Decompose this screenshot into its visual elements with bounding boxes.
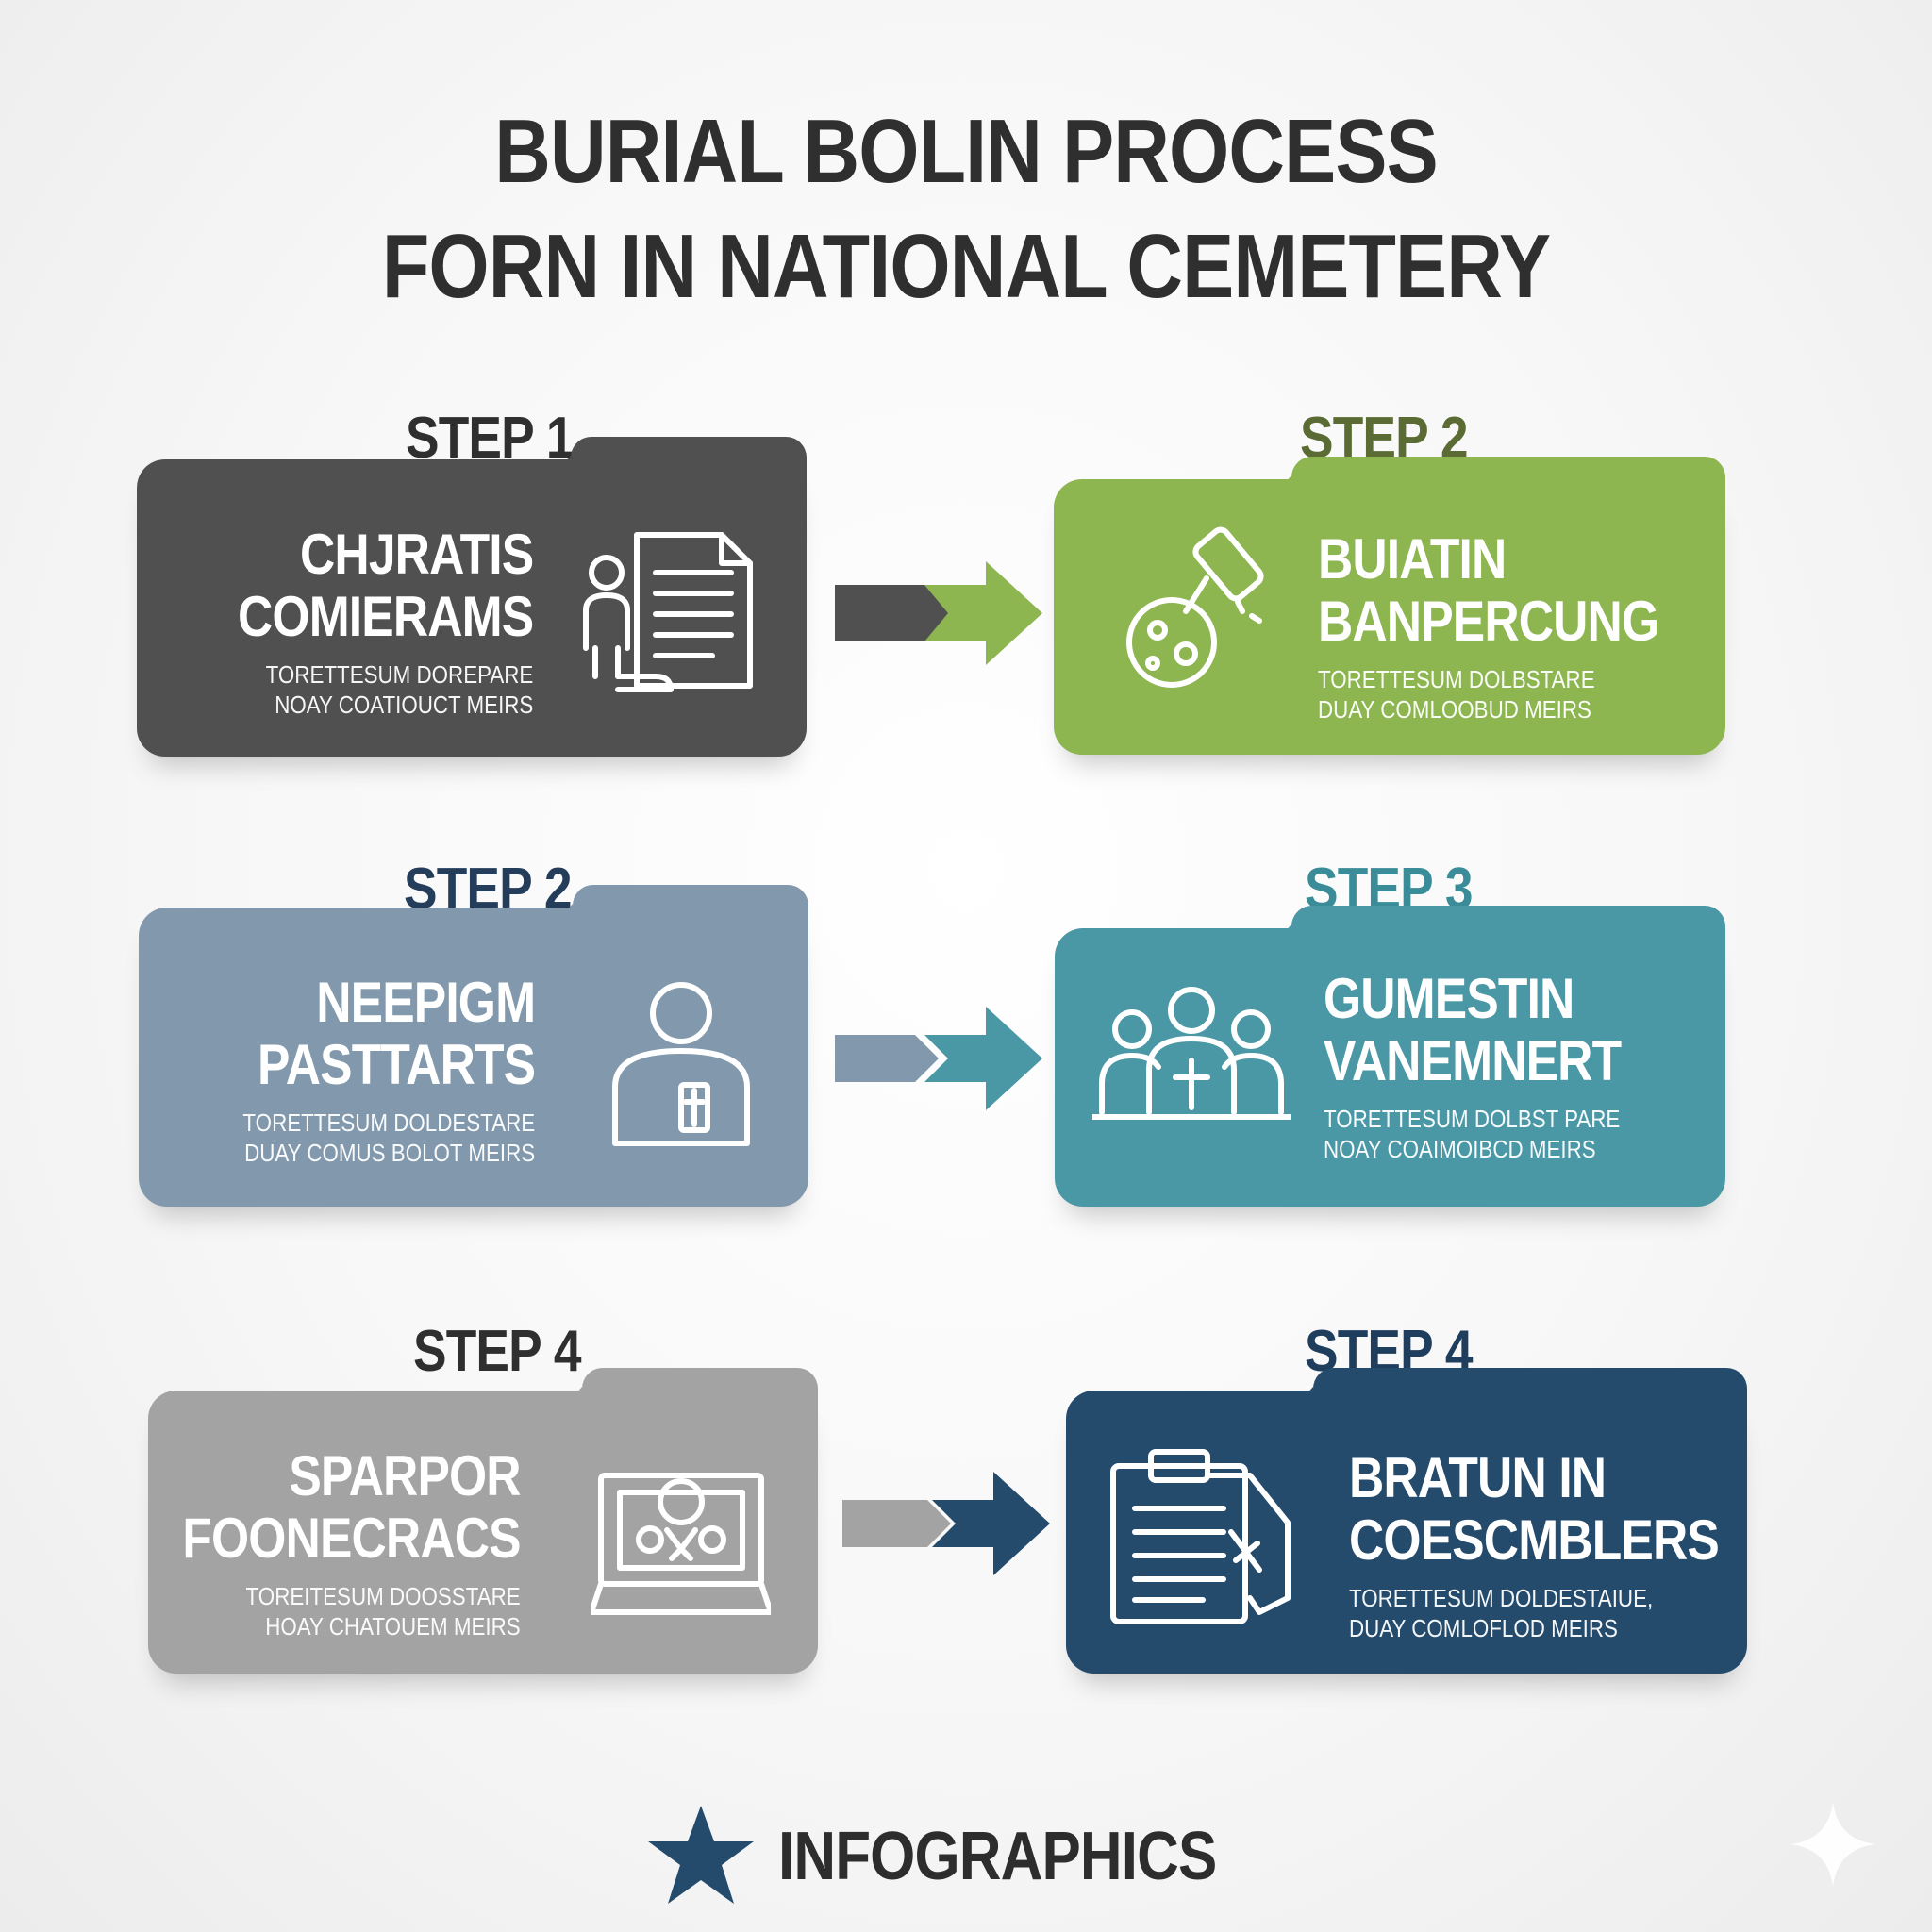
card-desc-2: DUAY COMUS BOLOT MEIRS bbox=[243, 1139, 535, 1167]
card-title-1: GUMESTIN bbox=[1324, 967, 1574, 1030]
card-desc-1: TOREITESUM DOOSSTARE bbox=[245, 1582, 521, 1610]
group-cross-icon bbox=[1092, 987, 1291, 1120]
page-title: BURIAL BOLIN PROCESS FORN IN NATIONAL CE… bbox=[135, 94, 1796, 325]
card-text: CHJRATIS COMIERAMS TORETTESUM DOREPARE N… bbox=[237, 523, 534, 720]
step-card-3: NEEPIGM PASTTARTS TORETTESUM DOLDESTARE … bbox=[139, 885, 808, 1207]
card-desc-1: TORETTESUM DOLBSTARE bbox=[1318, 665, 1595, 693]
card-desc-2: NOAY COAIMOIBCD MEIRS bbox=[1324, 1135, 1596, 1163]
card-tab bbox=[1257, 906, 1725, 962]
step-card-1: CHJRATIS COMIERAMS TORETTESUM DOREPARE N… bbox=[137, 437, 807, 757]
card-tab bbox=[548, 1368, 818, 1424]
card-title-1: BRATUN IN bbox=[1349, 1446, 1607, 1509]
arrow-head bbox=[924, 1007, 1042, 1110]
card-title-2: FOONECRACS bbox=[182, 1507, 522, 1570]
step-card-2: BUIATIN BANPERCUNG TORETTESUM DOLBSTARE … bbox=[1054, 457, 1725, 755]
flow-arrow-3 bbox=[842, 1472, 1050, 1575]
arrow-head bbox=[924, 561, 1042, 665]
footer-label: INFOGRAPHICS bbox=[777, 1818, 1217, 1894]
card-title-1: BUIATIN bbox=[1318, 527, 1507, 591]
step-card-4: GUMESTIN VANEMNERT TORETTESUM DOLBST PAR… bbox=[1055, 906, 1725, 1207]
star-icon bbox=[647, 1806, 754, 1904]
card-title-2: COESCMBLERS bbox=[1349, 1508, 1720, 1572]
footer: INFOGRAPHICS bbox=[0, 1802, 1932, 1915]
card-desc-2: DUAY COMLOFLOD MEIRS bbox=[1349, 1614, 1618, 1642]
footer-inner: INFOGRAPHICS bbox=[644, 1802, 1288, 1910]
title-line-2: FORN IN NATIONAL CEMETERY bbox=[381, 216, 1551, 317]
card-text: BRATUN IN COESCMBLERS TORETTESUM DOLDEST… bbox=[1349, 1446, 1720, 1643]
card-text: SPARPOR FOONECRACS TOREITESUM DOOSSTARE … bbox=[182, 1444, 522, 1641]
card-desc-1: TORETTESUM DOLBST PARE bbox=[1324, 1105, 1621, 1133]
card-desc-2: HOAY CHATOUEM MEIRS bbox=[265, 1612, 521, 1641]
card-tab bbox=[1279, 1368, 1747, 1424]
card-desc-1: TORETTESUM DOREPARE bbox=[265, 660, 533, 689]
arrow-head bbox=[932, 1472, 1050, 1575]
arrow-stub bbox=[835, 585, 958, 641]
title-line-1: BURIAL BOLIN PROCESS bbox=[494, 101, 1438, 202]
card-tab bbox=[539, 885, 808, 941]
card-desc-1: TORETTESUM DOLDESTARE bbox=[242, 1108, 535, 1137]
card-text: BUIATIN BANPERCUNG TORETTESUM DOLBSTARE … bbox=[1318, 527, 1659, 724]
flow-arrow-2 bbox=[835, 1007, 1042, 1110]
flow-arrow-1 bbox=[835, 561, 1042, 665]
step-card-6: BRATUN IN COESCMBLERS TORETTESUM DOLDEST… bbox=[1066, 1368, 1747, 1674]
monitor-people-icon bbox=[591, 1473, 771, 1615]
clipboard-cross-icon bbox=[1110, 1449, 1291, 1624]
card-title-2: VANEMNERT bbox=[1324, 1029, 1622, 1092]
card-desc-2: DUAY COMLOOBUD MEIRS bbox=[1318, 695, 1591, 724]
flask-icon bbox=[1126, 526, 1264, 688]
card-title-2: BANPERCUNG bbox=[1318, 590, 1659, 653]
card-text: GUMESTIN VANEMNERT TORETTESUM DOLBST PAR… bbox=[1324, 967, 1622, 1164]
sparkle-icon bbox=[1790, 1802, 1875, 1887]
card-title-1: CHJRATIS bbox=[299, 523, 534, 586]
card-desc-1: TORETTESUM DOLDESTAIUE, bbox=[1349, 1584, 1654, 1612]
arrow-stub bbox=[842, 1500, 951, 1547]
step-label-5: STEP 4 bbox=[413, 1319, 581, 1384]
person-cross-icon bbox=[612, 982, 750, 1146]
card-title-2: PASTTARTS bbox=[257, 1033, 536, 1096]
card-title-1: SPARPOR bbox=[289, 1444, 522, 1507]
card-tab bbox=[1257, 457, 1725, 513]
person-document-icon bbox=[583, 532, 753, 692]
card-desc-2: NOAY COATIOUCT MEIRS bbox=[274, 691, 533, 719]
card-title-2: COMIERAMS bbox=[237, 585, 534, 648]
card-text: NEEPIGM PASTTARTS TORETTESUM DOLDESTARE … bbox=[242, 971, 536, 1168]
arrow-stub bbox=[835, 1035, 939, 1082]
card-title-1: NEEPIGM bbox=[316, 971, 536, 1034]
step-card-5: SPARPOR FOONECRACS TOREITESUM DOOSSTARE … bbox=[148, 1368, 818, 1674]
card-tab bbox=[537, 437, 807, 493]
